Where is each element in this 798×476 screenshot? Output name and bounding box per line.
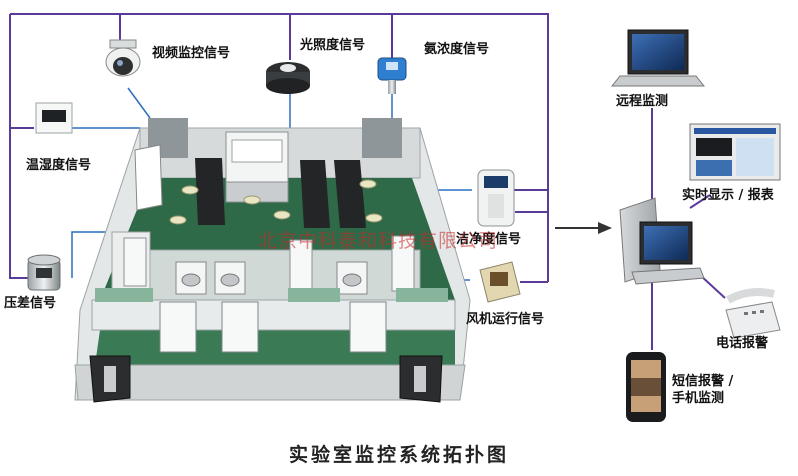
dome-camera-icon: [105, 39, 141, 77]
realtime-display-icon: [689, 123, 781, 181]
pressure-gauge-icon: [27, 254, 61, 291]
particle-counter-icon: [477, 169, 515, 227]
fan-module-icon: [479, 261, 521, 303]
ammonia-sensor-icon: [377, 57, 407, 94]
label-temp-humidity-signal: 温湿度信号: [26, 158, 92, 173]
telephone-icon: [725, 288, 781, 339]
label-mobile-monitoring: 手机监测: [672, 391, 725, 406]
temp-humidity-sensor-icon: [35, 102, 73, 134]
label-fan-signal: 风机运行信号: [466, 312, 545, 327]
diagram-title: 实验室监控系统拓扑图: [288, 444, 509, 466]
mobile-phone-icon: [626, 352, 666, 422]
label-pressure-signal: 压差信号: [4, 296, 57, 311]
label-sms-alarm: 短信报警 /: [672, 374, 734, 389]
label-realtime-report: 实时显示 / 报表: [682, 188, 774, 203]
watermark: 北京中科泰和科技有限公司: [258, 230, 499, 252]
label-light-signal: 光照度信号: [300, 38, 366, 53]
label-ammonia-signal: 氨浓度信号: [424, 42, 490, 57]
light-sensor-icon: [266, 62, 310, 94]
flow-arrow: [555, 222, 612, 234]
label-cleanliness-signal: 洁净度信号: [456, 232, 522, 247]
label-phone-alarm: 电话报警: [716, 336, 769, 351]
network-lines: [651, 108, 726, 350]
label-remote-monitoring: 远程监测: [616, 94, 669, 109]
label-video-signal: 视频监控信号: [152, 46, 231, 61]
lab-room-3d: [74, 118, 471, 403]
desktop-computer-icon: [619, 197, 705, 285]
laptop-icon: [610, 29, 706, 87]
